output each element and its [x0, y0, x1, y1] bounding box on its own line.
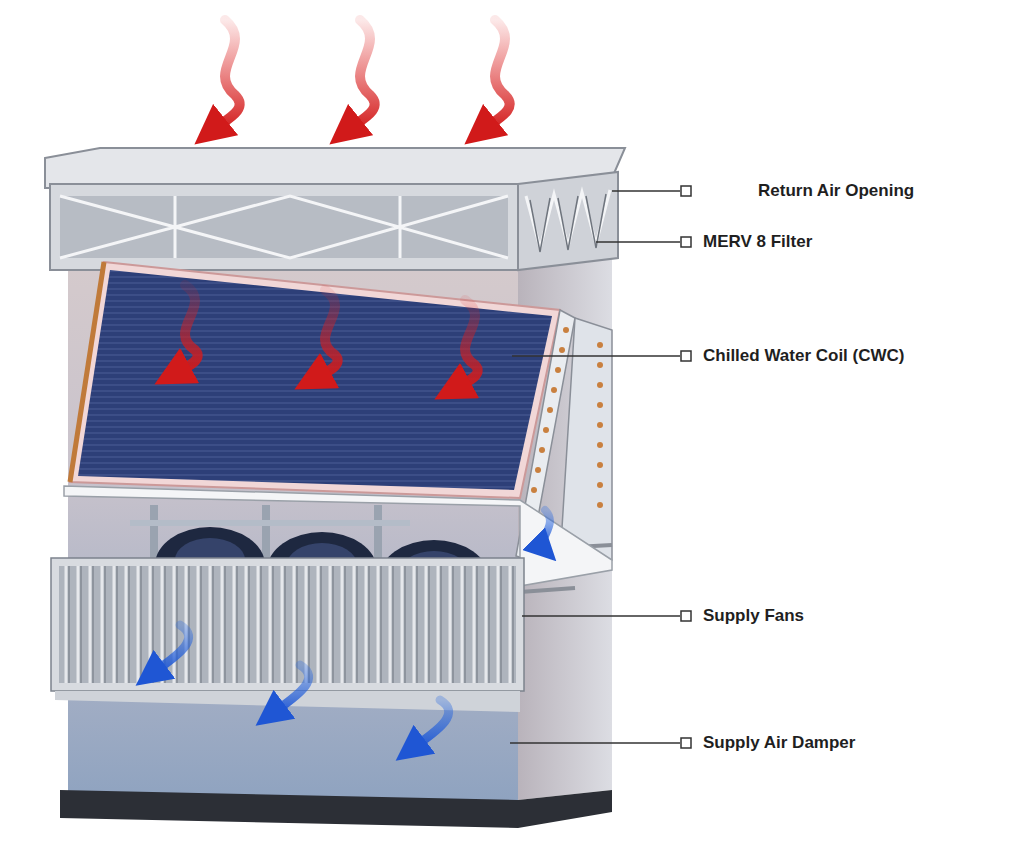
coil-copper-bends [523, 327, 603, 533]
base-plinth [60, 790, 612, 828]
coil-frame [70, 262, 560, 498]
chilled-water-coil [78, 270, 552, 490]
coil-side-header-2 [560, 318, 612, 560]
coil-copper-edge [70, 262, 104, 482]
coil-pipe [520, 588, 575, 592]
filter-front [50, 184, 518, 270]
filter-side [518, 172, 618, 270]
part-label: Supply Fans [703, 606, 804, 626]
filter-pleats-shadow [530, 194, 606, 252]
return-air-arrows [172, 20, 510, 390]
callout-leaders [510, 186, 691, 748]
filter-cross-bracing [60, 196, 508, 258]
filter-media [60, 196, 508, 258]
part-label: Return Air Opening [758, 181, 914, 201]
part-label: Supply Air Damper [703, 733, 855, 753]
part-label: MERV 8 Filter [703, 232, 812, 252]
damper-frame-outline [51, 558, 524, 691]
supply-air-damper [55, 562, 520, 687]
supply-air-arrows [150, 510, 550, 750]
part-label: Chilled Water Coil (CWC) [703, 346, 904, 366]
